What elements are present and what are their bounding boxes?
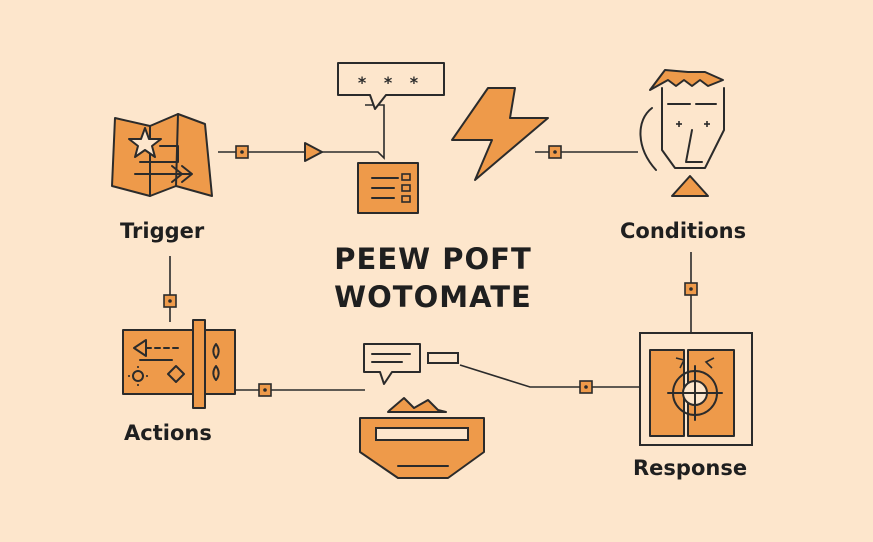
bubble-text: * * *: [358, 73, 424, 92]
lightning-icon: [451, 87, 549, 181]
control-panel-icon: [122, 319, 236, 409]
wire-bubble-to-document: [322, 104, 385, 160]
diagram-title: PEEW POFT WOTOMATE: [318, 240, 548, 316]
chat-icon: [363, 343, 459, 385]
connector-nodes: [163, 145, 698, 397]
node-label-conditions: Conditions: [620, 219, 747, 243]
document-icon: [357, 162, 419, 214]
wire-chat-to-response: [459, 364, 640, 388]
title-line-1: PEEW POFT: [334, 242, 532, 276]
node-label-trigger: Trigger: [120, 219, 205, 243]
arrow-head-icon: [304, 142, 323, 162]
tray-icon: [359, 397, 485, 479]
node-label-response: Response: [633, 456, 748, 480]
speech-bubble-icon: * * *: [337, 62, 445, 110]
title-line-2: WOTOMATE: [334, 280, 532, 314]
node-label-actions: Actions: [124, 421, 212, 445]
map-star-icon: [111, 113, 213, 197]
target-panel-icon: [639, 332, 753, 446]
face-icon: [639, 69, 725, 197]
